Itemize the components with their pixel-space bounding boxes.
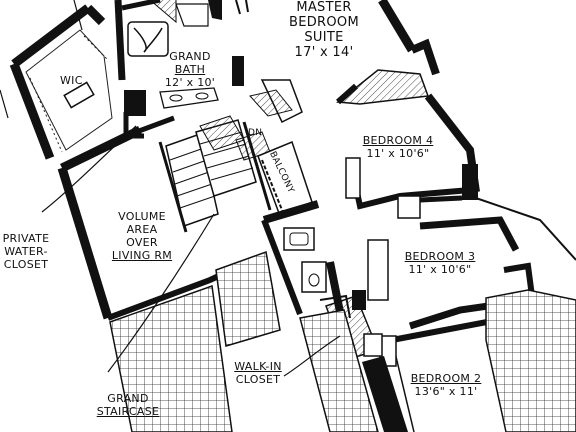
lower-shadow-strip bbox=[362, 356, 408, 432]
grand-bath-label: GRAND BATH 12' x 10' bbox=[160, 50, 220, 89]
volume-area-line4: LIVING RM bbox=[111, 249, 173, 262]
hall-bath-block bbox=[261, 200, 351, 319]
bedroom-3-label: BEDROOM 3 11' x 10'6" bbox=[398, 250, 482, 276]
volume-area-line3: OVER bbox=[126, 236, 158, 249]
volume-area-line2: AREA bbox=[126, 223, 158, 236]
grand-staircase-line2: STAIRCASE bbox=[96, 405, 160, 418]
grand-bath-label-line2: BATH bbox=[174, 63, 206, 76]
master-bedroom-label-line1: MASTER bbox=[296, 0, 352, 15]
lower-mid-terrace-tiles bbox=[215, 250, 281, 347]
master-bedroom-label: MASTER BEDROOM SUITE 17' x 14' bbox=[276, 0, 372, 60]
exterior-terrace-tiles bbox=[485, 289, 576, 432]
master-bedroom-label-line3: SUITE bbox=[304, 30, 344, 45]
volume-area-label: VOLUME AREA OVER LIVING RM bbox=[104, 210, 180, 262]
grand-staircase-line1: GRAND bbox=[107, 392, 149, 405]
grand-bath-label-line1: GRAND bbox=[169, 50, 211, 63]
bedroom-2-label: BEDROOM 2 13'6" x 11' bbox=[404, 372, 488, 398]
private-water-closet-line3: CLOSET bbox=[3, 258, 49, 271]
grand-bath-room bbox=[100, 0, 249, 139]
grand-staircase bbox=[158, 115, 272, 233]
private-water-closet-label: PRIVATE WATER- CLOSET bbox=[0, 232, 52, 271]
wic-room bbox=[9, 4, 130, 168]
leader-lines bbox=[0, 0, 341, 377]
private-water-closet-line1: PRIVATE bbox=[2, 232, 50, 245]
bedroom-3-name: BEDROOM 3 bbox=[404, 250, 476, 263]
master-bedroom-label-line2: BEDROOM bbox=[289, 15, 359, 30]
grand-bath-dimensions: 12' x 10' bbox=[164, 76, 216, 89]
stair-down-label: DN bbox=[248, 128, 263, 138]
grand-staircase-label: GRAND STAIRCASE bbox=[88, 392, 168, 418]
bedroom-3-dimensions: 11' x 10'6" bbox=[408, 263, 472, 276]
master-bedroom-dimensions: 17' x 14' bbox=[294, 45, 354, 60]
volume-area-line1: VOLUME bbox=[118, 210, 166, 223]
bedroom-4-room bbox=[336, 69, 480, 219]
lower-left-terrace-tiles bbox=[109, 284, 233, 432]
bedroom-4-label: BEDROOM 4 11' x 10'6" bbox=[356, 134, 440, 160]
lower-corridor-terrace-tiles bbox=[299, 309, 379, 432]
walk-in-closet-label: WALK-IN CLOSET bbox=[226, 360, 290, 386]
bedroom-4-name: BEDROOM 4 bbox=[362, 134, 434, 147]
bedroom-4-dimensions: 11' x 10'6" bbox=[366, 147, 430, 160]
walk-in-closet-line2: CLOSET bbox=[235, 373, 281, 386]
walk-in-closet-line1: WALK-IN bbox=[234, 360, 282, 373]
living-volume-walls bbox=[57, 115, 264, 321]
master-bedroom-walls bbox=[249, 0, 440, 124]
wic-label: WIC bbox=[60, 74, 83, 87]
bedroom-2-dimensions: 13'6" x 11' bbox=[414, 385, 478, 398]
balcony-rail bbox=[261, 159, 287, 221]
bedroom-2-name: BEDROOM 2 bbox=[410, 372, 482, 385]
private-water-closet-line2: WATER- bbox=[4, 245, 48, 258]
exterior-terrace-edge bbox=[469, 195, 576, 261]
